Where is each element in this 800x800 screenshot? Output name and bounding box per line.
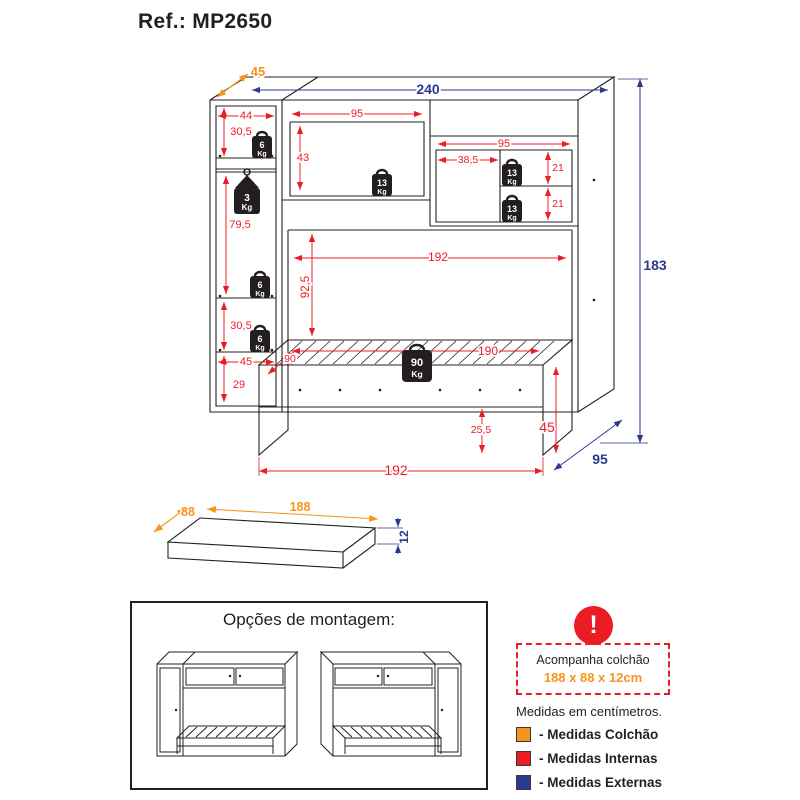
dim-left-cabinet-width: 95	[351, 108, 363, 120]
page-title: Ref.: MP2650	[138, 10, 273, 33]
weight-badge-left-cabinet: 13 Kg	[372, 168, 392, 196]
svg-text:90: 90	[411, 357, 423, 369]
legend-label-internal: - Medidas Internas	[539, 751, 658, 766]
dim-left-cabinet-height: 43	[297, 152, 309, 164]
dim-external-depth: 95	[592, 451, 608, 467]
assembly-options-box: Opções de montagem:	[130, 601, 488, 790]
weight-badge-hanging-rod: 3 Kg	[234, 168, 260, 214]
note-text: Acompanha colchão	[536, 653, 650, 667]
dim-wardrobe-top-width: 44	[240, 110, 252, 122]
dim-right-cabinet-lower-shelf: 21	[552, 198, 564, 210]
dim-mattress-width: 88	[181, 505, 195, 519]
weight-badge-shelf-lower: 6 Kg	[250, 324, 270, 352]
svg-text:Kg: Kg	[257, 151, 266, 158]
legend-title: Medidas em centímetros.	[516, 704, 662, 719]
assembly-options-sketches	[156, 651, 462, 757]
dimension-labels: 44 30,5 95 43 95 38,5 21 21 79,5 92,5 19…	[228, 62, 669, 480]
dim-right-cabinet-inner-width: 38,5	[458, 154, 479, 166]
dim-wardrobe-middle-height: 79,5	[229, 219, 250, 231]
mattress-diagram: 188 88 12	[166, 498, 413, 569]
dim-wardrobe-base-height: 29	[233, 379, 245, 391]
svg-text:13: 13	[507, 204, 517, 214]
dim-bed-height: 45	[539, 419, 555, 435]
svg-text:13: 13	[377, 178, 387, 188]
dim-external-width: 240	[416, 81, 440, 97]
legend-label-external: - Medidas Externas	[539, 775, 663, 790]
legend-row-mattress: - Medidas Colchão	[516, 727, 662, 742]
svg-text:Kg: Kg	[255, 291, 264, 298]
external-dimension-lines	[252, 78, 648, 554]
svg-text:Kg: Kg	[255, 345, 264, 352]
legend-row-external: - Medidas Externas	[516, 775, 662, 790]
dim-bed-clearance: 25,5	[471, 424, 492, 436]
weight-badge-right-cabinet-lower: 13 Kg	[502, 194, 522, 222]
weight-badge-shelf-middle: 6 Kg	[250, 270, 270, 298]
svg-text:Kg: Kg	[507, 179, 516, 186]
dim-wardrobe-width: 45	[240, 356, 252, 368]
dim-bed-inner-depth: 90	[284, 353, 296, 365]
dim-top-depth: 45	[251, 64, 265, 79]
option-sketch-wardrobe-right	[320, 651, 462, 757]
mattress-outline	[166, 517, 377, 569]
svg-text:13: 13	[507, 168, 517, 178]
unit-structure	[209, 76, 616, 457]
dim-bed-inner-length: 190	[478, 344, 498, 358]
legend-row-internal: - Medidas Internas	[516, 751, 662, 766]
svg-text:6: 6	[259, 140, 264, 150]
dim-right-cabinet-upper-shelf: 21	[552, 162, 564, 174]
dim-mattress-length: 188	[290, 500, 311, 514]
unit-outline	[209, 76, 616, 413]
dim-bed-opening-width: 192	[428, 250, 448, 264]
dim-right-cabinet-width: 95	[498, 138, 510, 150]
svg-text:6: 6	[257, 280, 262, 290]
internal-color-swatch	[516, 751, 531, 766]
note-mattress-size: 188 x 88 x 12cm	[543, 670, 643, 685]
weight-badge-bed: 90 Kg	[402, 343, 432, 382]
dim-mattress-height: 12	[397, 530, 411, 544]
dim-external-height: 183	[643, 257, 667, 273]
svg-text:3: 3	[244, 193, 250, 204]
option-sketch-wardrobe-left	[156, 651, 298, 757]
weight-badge-shelf-top: 6 Kg	[252, 130, 272, 158]
internal-dimension-lines	[218, 108, 570, 476]
svg-text:Kg: Kg	[507, 215, 516, 222]
legend: Medidas em centímetros. - Medidas Colchã…	[516, 704, 662, 799]
dim-bed-outer-length: 192	[384, 462, 408, 478]
svg-text:Kg: Kg	[242, 203, 253, 212]
external-color-swatch	[516, 775, 531, 790]
mattress-dimension-lines	[153, 73, 379, 533]
upper-cabinets	[282, 100, 578, 227]
weight-badges: 6 Kg 3 Kg 13 Kg 13 Kg 13	[234, 130, 522, 382]
dim-wardrobe-lower-height: 30,5	[230, 320, 251, 332]
dim-wardrobe-top-height: 30,5	[230, 126, 251, 138]
mattress-included-note: Acompanha colchão 188 x 88 x 12cm	[516, 643, 670, 695]
alert-exclamation-icon: !	[574, 606, 613, 645]
fitting-dots	[218, 154, 596, 392]
svg-text:6: 6	[257, 334, 262, 344]
svg-text:Kg: Kg	[377, 189, 386, 196]
dim-bed-opening-height: 92,5	[300, 276, 312, 298]
weight-badge-right-cabinet-upper: 13 Kg	[502, 158, 522, 186]
bed-frame	[257, 338, 574, 457]
mattress-color-swatch	[516, 727, 531, 742]
svg-text:Kg: Kg	[411, 369, 422, 379]
bed-opening	[287, 229, 573, 340]
legend-label-mattress: - Medidas Colchão	[539, 727, 659, 742]
assembly-options-title: Opções de montagem:	[223, 610, 395, 629]
